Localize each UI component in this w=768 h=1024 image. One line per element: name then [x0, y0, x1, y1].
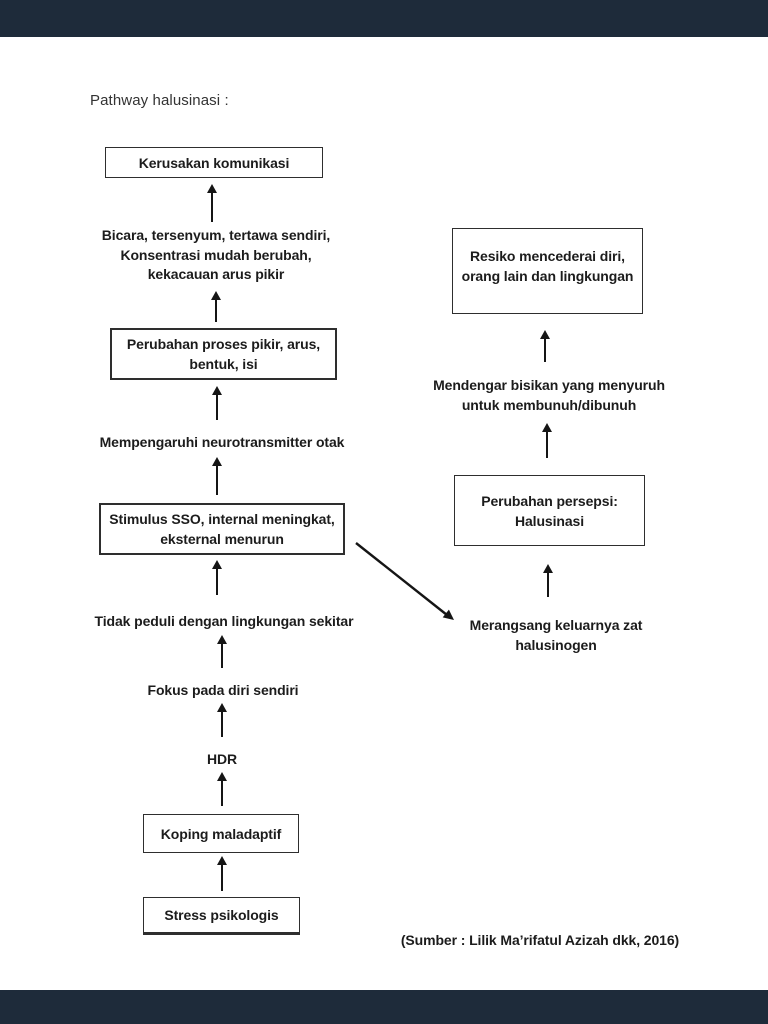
arrow-diagonal-icon	[355, 542, 454, 620]
node-kerusakan-komunikasi-box: Kerusakan komunikasi	[105, 147, 323, 178]
node-koping-maladaptif-box: Koping maladaptif	[143, 814, 299, 853]
node-stress-psikologis-box: Stress psikologis	[143, 897, 300, 935]
arrow-up-icon	[216, 856, 228, 891]
node-mempengaruhi-text: Mempengaruhi neurotransmitter otak	[99, 434, 345, 450]
source-citation: (Sumber : Lilik Ma’rifatul Azizah dkk, 2…	[400, 932, 680, 948]
arrow-up-icon	[211, 386, 223, 420]
node-merangsang-text: Merangsang keluarnya zat halusinogen	[469, 617, 643, 653]
node-bicara-text: Bicara, tersenyum, tertawa sendiri, Kons…	[101, 227, 331, 282]
node-fokus-text: Fokus pada diri sendiri	[147, 682, 299, 698]
arrow-up-icon	[216, 772, 228, 806]
node-stimulus-sso-box: Stimulus SSO, internal meningkat, ekster…	[99, 503, 345, 555]
node-resiko-box: Resiko mencederai diri, orang lain dan l…	[452, 228, 643, 314]
page-title: Pathway halusinasi :	[90, 92, 229, 109]
arrow-up-icon	[216, 635, 228, 668]
node-perubahan-proses-box: Perubahan proses pikir, arus, bentuk, is…	[110, 328, 337, 380]
viewer-bottom-bar	[0, 990, 768, 1024]
node-perubahan-persepsi-box: Perubahan persepsi: Halusinasi	[454, 475, 645, 546]
node-mendengar-text: Mendengar bisikan yang menyuruh untuk me…	[433, 377, 665, 413]
arrow-up-icon	[542, 564, 554, 597]
node-tidak-peduli-text: Tidak peduli dengan lingkungan sekitar	[94, 613, 354, 629]
arrow-up-icon	[210, 291, 222, 322]
node-hdr-text: HDR	[206, 751, 238, 767]
viewer-top-bar	[0, 0, 768, 37]
arrow-up-icon	[539, 330, 551, 362]
arrow-up-icon	[211, 560, 223, 595]
arrow-up-icon	[206, 184, 218, 222]
arrow-up-icon	[216, 703, 228, 737]
arrow-up-icon	[211, 457, 223, 495]
arrow-up-icon	[541, 423, 553, 458]
